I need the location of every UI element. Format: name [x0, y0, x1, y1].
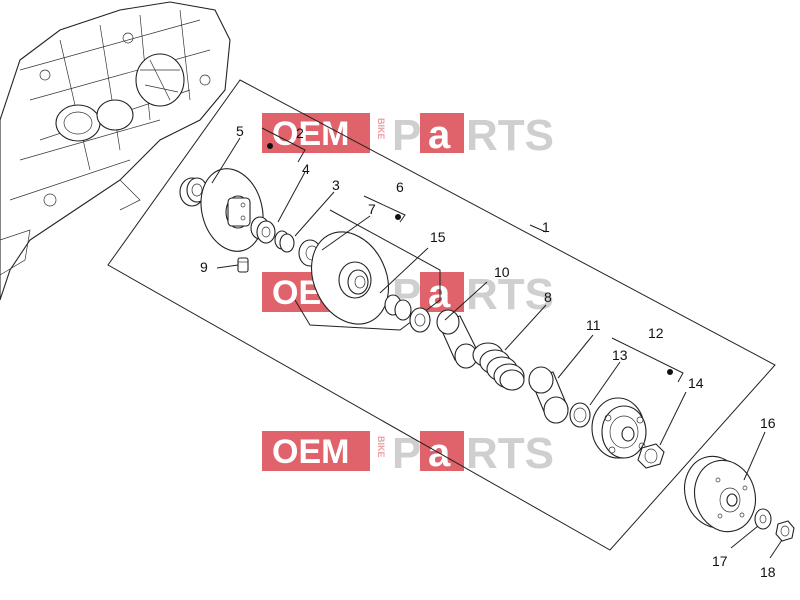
part-12-clutch — [591, 397, 647, 459]
svg-text:OEM: OEM — [272, 433, 349, 471]
engine-crankcase — [0, 1, 231, 301]
part-2-pulley-half — [200, 168, 264, 252]
svg-text:RTS: RTS — [466, 429, 554, 478]
callout-5: 5 — [236, 123, 244, 139]
callout-6: 6 — [396, 179, 404, 195]
callout-9: 9 — [200, 259, 208, 275]
callout-2: 2 — [296, 125, 304, 141]
part-8-spring — [472, 342, 525, 391]
part-9-screw — [237, 257, 249, 273]
svg-text:P: P — [392, 111, 421, 160]
callout-14: 14 — [688, 375, 704, 391]
callout-7: 7 — [368, 201, 376, 217]
watermark-top: OEM BIKE P a RTS — [262, 111, 554, 160]
part-10-sleeve — [436, 309, 479, 369]
callout-15: 15 — [430, 229, 446, 245]
watermark-bottom: OEM BIKE P a RTS — [262, 429, 554, 478]
svg-text:P: P — [392, 429, 421, 478]
callout-1: 1 — [542, 219, 550, 235]
dot-12 — [667, 369, 673, 375]
part-14-nut — [637, 443, 665, 469]
part-5-bearing — [179, 177, 208, 207]
part-7-movable-pulley — [311, 231, 389, 325]
callout-16: 16 — [760, 415, 776, 431]
leader-lines — [211, 137, 783, 559]
svg-text:a: a — [428, 113, 451, 157]
svg-text:BIKE: BIKE — [376, 436, 386, 458]
part-15-seals — [384, 294, 431, 333]
callout-11: 11 — [586, 317, 601, 333]
callout-18: 18 — [760, 564, 776, 580]
callout-8: 8 — [544, 289, 552, 305]
assembly-outline-1 — [107, 79, 776, 551]
part-13-ring — [569, 402, 591, 428]
part-17-washer — [754, 508, 772, 530]
part-18-nut — [775, 520, 795, 542]
part-3-bushing — [274, 230, 295, 253]
callout-12: 12 — [648, 325, 664, 341]
bracket-2 — [261, 127, 306, 163]
part-4-bearing — [250, 216, 276, 244]
svg-text:OEM: OEM — [272, 115, 349, 153]
svg-text:BIKE: BIKE — [376, 118, 386, 140]
dot-2 — [267, 143, 273, 149]
callout-4: 4 — [302, 161, 310, 177]
callout-13: 13 — [612, 347, 628, 363]
callout-17: 17 — [712, 553, 728, 569]
svg-text:RTS: RTS — [466, 111, 554, 160]
dot-6 — [395, 214, 401, 220]
svg-text:RTS: RTS — [466, 270, 554, 319]
callout-10: 10 — [494, 264, 510, 280]
part-16-clutch-bell — [684, 455, 756, 533]
bracket-6 — [363, 195, 406, 223]
part-11-spacer — [528, 366, 569, 424]
callout-3: 3 — [332, 177, 340, 193]
bracket-12 — [611, 337, 684, 383]
